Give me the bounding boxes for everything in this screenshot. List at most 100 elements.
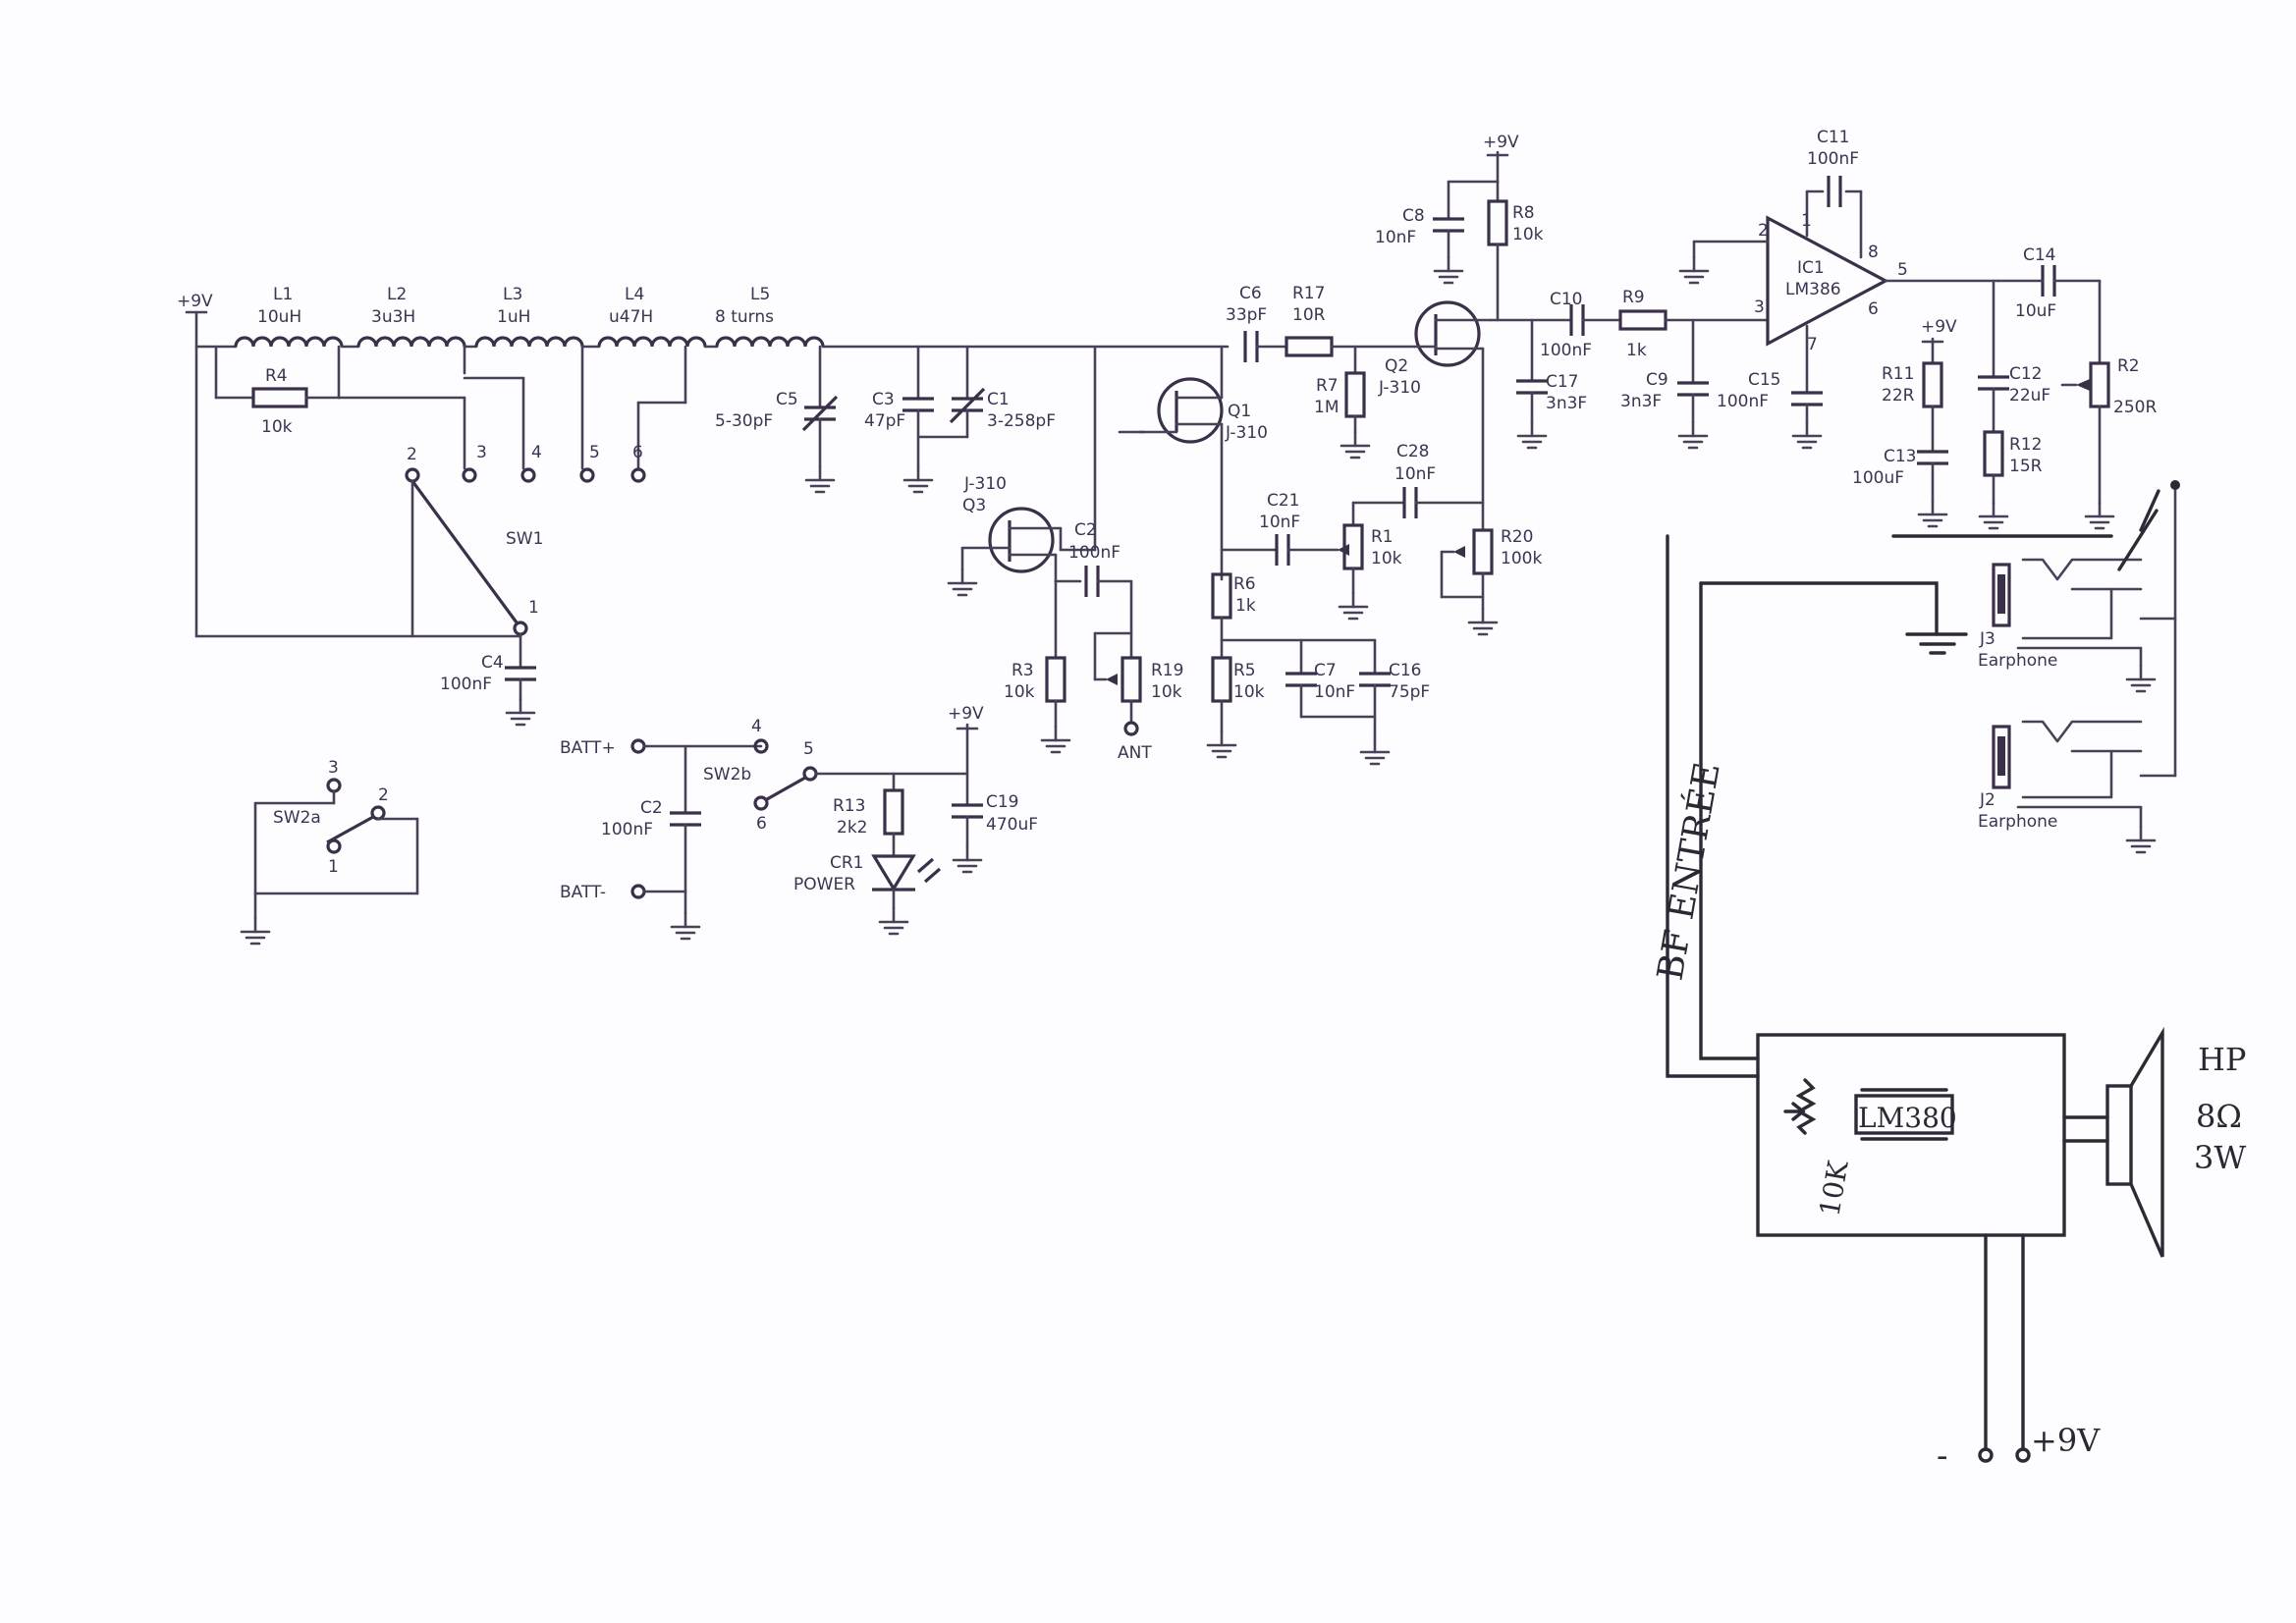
j2-label: Earphone [1978,812,2057,832]
capacitor-c17: C17 3n3F [1514,318,1587,450]
c2-value: 100nF [601,820,653,839]
sw1-ref: SW1 [506,529,543,549]
c15-ref: C15 [1748,370,1781,390]
r7-ref: R7 [1316,376,1339,396]
resistor-r7: R7 1M [1314,345,1371,460]
r5-value: 10k [1233,682,1265,702]
c11-value: 22uF [2009,386,2050,406]
c17-ref: C17 [1546,372,1579,392]
capacitor-c3: C3 47pF [864,345,936,494]
c8-value: 10nF [1375,228,1416,247]
r6-ref: R6 [1233,574,1256,594]
c14-value: 100nF [1807,149,1859,169]
l3-value: 1uH [497,307,530,327]
r8-value: 10k [1512,225,1544,244]
r13-ref: R13 [833,796,865,816]
c17-value: 3n3F [1546,394,1587,413]
c1-ref: C1 [987,390,1010,409]
resistor-r13: R13 2k2 [833,772,904,856]
q3-ref: Q3 [962,496,986,515]
r20-value: 100k [1501,549,1542,568]
r12-ref: R12 [2009,435,2042,455]
capacitor-c6: C6 33pF [1226,284,1267,364]
sw1-pin-5: 5 [589,443,600,462]
amp-module: LM380 10K [1756,1033,2109,1451]
switch-sw1: 2 3 4 5 6 1 SW1 [337,345,687,638]
capacitor-c12: C14 10uF [1996,245,2102,321]
jack-j2: J2 Earphone [1978,720,2157,854]
c13-value: 100uF [1852,468,1904,488]
c6-ref: C6 [1239,284,1262,303]
sw2a-pin-1: 1 [328,857,339,877]
vcc-label-2: +9V [1483,133,1519,152]
batt-plus-label: BATT+ [560,738,616,758]
capacitor-c14: C11 100nF [1807,128,1859,209]
module-supply-terminals: - +9V [1937,1422,2101,1476]
capacitor-c16: C2 100nF [1068,520,1133,599]
sw2b-pin-6: 6 [756,814,767,834]
cr1-ref: CR1 [830,853,864,873]
capacitor-c19: +9V C19 470uF [948,704,1038,874]
l1-ref: L1 [273,285,293,304]
capacitor-c11: C12 22uF [1976,279,2050,434]
pot-r19: R19 10k ANT [1093,579,1183,763]
speaker: HP 8Ω 3W [2105,1026,2246,1258]
ic1-pin-5: 5 [1897,260,1908,280]
c5-ref: C5 [776,390,798,409]
c28-ref: C28 [1396,442,1430,461]
resistor-r12: R12 15R [1978,430,2043,530]
led-cr1: CR1 POWER [793,853,942,936]
supply-node-ic: +9V [1921,317,1957,365]
c28-value: 10nF [1394,464,1436,484]
supply-plus-label: +9V [2031,1422,2101,1459]
capacitor-c8: C8 10nF [1375,180,1466,285]
pot-r2: R2 250R [2060,279,2157,530]
l4-value: u47H [609,307,653,327]
sw1-pin-1: 1 [528,598,539,618]
r4-value: 10k [261,417,293,437]
capacitor-c1: C1 3-258pF [916,345,1056,439]
c16-ref: C2 [1074,520,1097,540]
capacitor-c21: C21 10nF [1259,491,1300,568]
sw2a-pin-2: 2 [378,785,389,805]
capacitor-c4: C4 100nF [440,632,538,727]
sw1-pin-2: 2 [407,445,417,464]
ic1-type: LM386 [1785,280,1841,299]
ic1-pin-1: 1 [1801,211,1812,231]
r8-ref: R8 [1512,203,1535,223]
q1-ref: Q1 [1228,402,1251,421]
sw1-pin-4: 4 [531,443,542,462]
c3-ref: C3 [872,390,895,409]
r5-ref: R5 [1233,661,1256,680]
r1-ref: R1 [1371,527,1394,547]
q2-type: J-310 [1378,378,1421,398]
c13-ref: C13 [1884,447,1917,466]
capacitor-c7: C16 75pF [1357,638,1430,766]
ic1-ref: IC1 [1797,258,1825,278]
resistor-r3: R3 10k [1004,579,1071,754]
sw2b-pin-4: 4 [751,717,762,736]
speaker-label-power: 3W [2194,1139,2246,1176]
c8-ref: C8 [1402,206,1425,226]
l4-ref: L4 [625,285,644,304]
r19-value: 10k [1151,682,1182,702]
c18-ref: C7 [1314,661,1337,680]
q1-type: J-310 [1225,423,1268,443]
sw1-pin-6: 6 [632,443,643,462]
jfet-q2: Q2 J-310 [1378,300,1493,532]
l2-ref: L2 [387,285,407,304]
c19-value: 470uF [986,815,1038,835]
supply-node-top: +9V [1447,133,1519,184]
l5-value: 8 turns [715,307,774,327]
sw2a-pin-3: 3 [328,758,339,778]
r17-ref: R17 [1292,284,1325,303]
c12-ref: C14 [2023,245,2056,265]
r2-value: 250R [2113,398,2157,417]
ic1-pin-3: 3 [1754,298,1765,317]
c4-ref: C4 [481,653,504,673]
inductor-l4: L4 u47H [597,285,707,348]
c19-ref: C19 [986,792,1019,812]
inductor-l3: L3 1uH [474,285,584,348]
c18-value: 10nF [1314,682,1355,702]
